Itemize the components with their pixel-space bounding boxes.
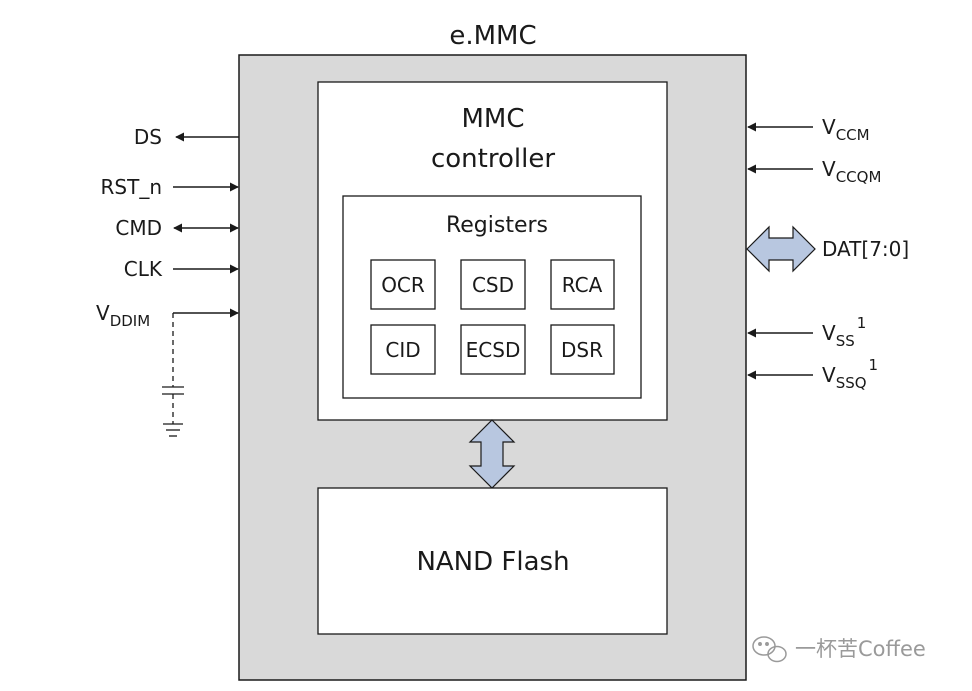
- dat-label: DAT[7:0]: [822, 237, 909, 261]
- nand-flash-label: NAND Flash: [416, 547, 569, 577]
- vss-label: VSS1: [822, 314, 866, 350]
- controller-title-line1: MMC: [461, 104, 524, 134]
- register-dsr: DSR: [550, 324, 615, 375]
- vccqm-label: VCCQM: [822, 157, 881, 186]
- dat-bus-arrow: [746, 225, 816, 273]
- vssq-label: VSSQ1: [822, 356, 878, 392]
- rst-label: RST_n: [101, 175, 162, 199]
- vddim-capacitor-ground: [162, 313, 184, 437]
- register-label: CSD: [472, 273, 514, 297]
- nand-flash-box: [317, 487, 668, 635]
- register-label: OCR: [381, 273, 425, 297]
- register-label: DSR: [561, 338, 603, 362]
- cmd-label: CMD: [115, 216, 162, 240]
- vccm-label: VCCM: [822, 115, 870, 144]
- registers-title: Registers: [446, 213, 548, 238]
- vddim-label: VDDIM: [96, 301, 150, 330]
- controller-title-line2: controller: [431, 144, 555, 174]
- register-rca: RCA: [550, 259, 615, 310]
- diagram-title: e.MMC: [449, 21, 536, 51]
- clk-label: CLK: [124, 257, 163, 281]
- register-cid: CID: [370, 324, 436, 375]
- register-csd: CSD: [460, 259, 526, 310]
- ds-label: DS: [134, 125, 162, 149]
- register-ecsd: ECSD: [460, 324, 526, 375]
- register-ocr: OCR: [370, 259, 436, 310]
- register-label: CID: [385, 338, 420, 362]
- watermark-text: 一杯苦Coffee: [795, 637, 926, 661]
- register-label: RCA: [562, 273, 603, 297]
- wechat-icon: [752, 636, 787, 663]
- register-label: ECSD: [466, 338, 521, 362]
